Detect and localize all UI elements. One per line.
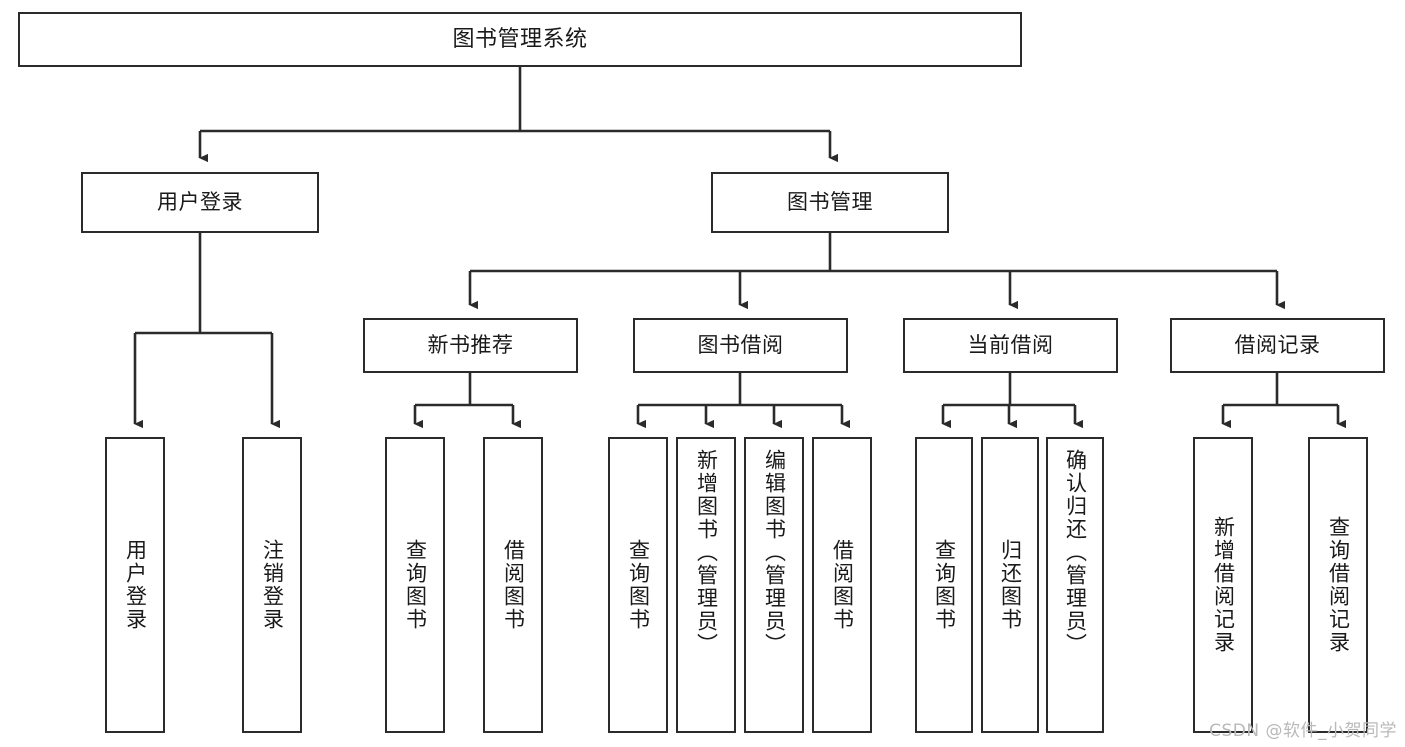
node-label: 注销登录 xyxy=(260,539,285,631)
node-borrow-record[interactable]: 借阅记录 xyxy=(1170,318,1385,373)
leaf-query-book-borrow[interactable]: 查询图书 xyxy=(608,437,668,733)
leaf-return-book[interactable]: 归还图书 xyxy=(981,437,1039,733)
leaf-edit-book-admin[interactable]: 编辑图书（管理员） xyxy=(744,437,804,733)
node-label: 新书推荐 xyxy=(427,333,514,358)
node-new-book-recommend[interactable]: 新书推荐 xyxy=(363,318,578,373)
node-book-management[interactable]: 图书管理 xyxy=(711,172,949,233)
node-label: 图书管理 xyxy=(787,190,873,215)
node-label: 查询借阅记录 xyxy=(1326,516,1351,654)
node-user-login[interactable]: 用户登录 xyxy=(81,172,319,233)
leaf-add-borrow-record[interactable]: 新增借阅记录 xyxy=(1193,437,1253,733)
watermark-text: CSDN @软件_小贺同学 xyxy=(1209,721,1397,741)
node-label: 确认归还（管理员） xyxy=(1063,449,1088,656)
node-label: 新增借阅记录 xyxy=(1211,516,1236,654)
node-label: 图书借阅 xyxy=(697,333,784,358)
leaf-confirm-return-admin[interactable]: 确认归还（管理员） xyxy=(1046,437,1104,733)
leaf-add-book-admin[interactable]: 新增图书（管理员） xyxy=(676,437,736,733)
node-label: 新增图书（管理员） xyxy=(694,449,719,656)
node-current-borrow[interactable]: 当前借阅 xyxy=(903,318,1118,373)
leaf-user-login[interactable]: 用户登录 xyxy=(105,437,165,733)
node-label: 借阅记录 xyxy=(1234,333,1321,358)
node-label: 归还图书 xyxy=(998,539,1023,631)
node-label: 借阅图书 xyxy=(830,539,855,631)
node-label: 用户登录 xyxy=(157,190,243,215)
leaf-borrow-book-recommend[interactable]: 借阅图书 xyxy=(483,437,543,733)
leaf-borrow-book[interactable]: 借阅图书 xyxy=(812,437,872,733)
node-label: 用户登录 xyxy=(123,539,148,631)
leaf-logout[interactable]: 注销登录 xyxy=(242,437,302,733)
node-label: 查询图书 xyxy=(403,539,428,631)
node-label: 借阅图书 xyxy=(501,539,526,631)
node-label: 图书管理系统 xyxy=(452,26,588,52)
node-root-book-management-system[interactable]: 图书管理系统 xyxy=(18,12,1022,67)
node-label: 查询图书 xyxy=(932,539,957,631)
node-label: 查询图书 xyxy=(626,539,651,631)
node-label: 当前借阅 xyxy=(967,333,1054,358)
node-book-borrow[interactable]: 图书借阅 xyxy=(633,318,848,373)
leaf-query-book-recommend[interactable]: 查询图书 xyxy=(385,437,445,733)
node-label: 编辑图书（管理员） xyxy=(762,449,787,656)
leaf-query-borrow-record[interactable]: 查询借阅记录 xyxy=(1308,437,1368,733)
leaf-query-book-current[interactable]: 查询图书 xyxy=(915,437,973,733)
